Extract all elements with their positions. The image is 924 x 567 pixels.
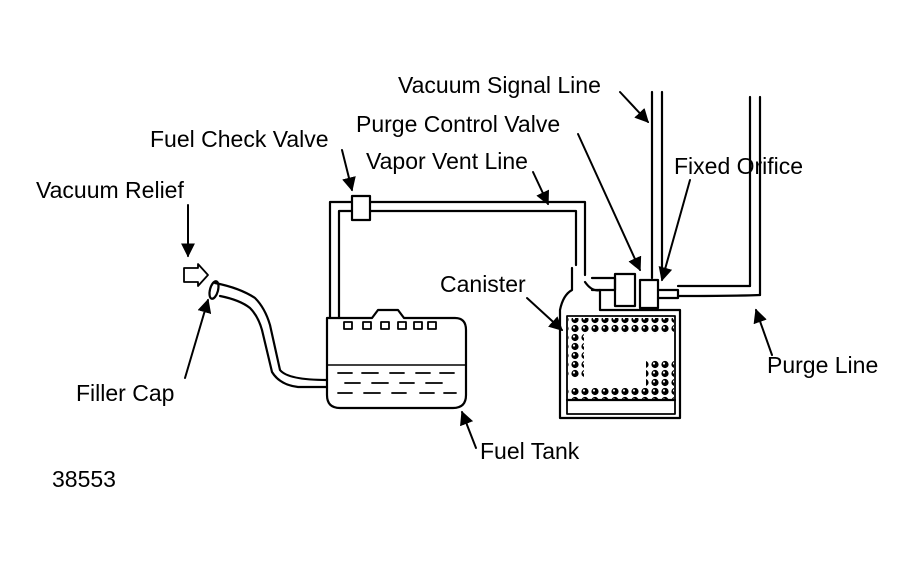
- label-vacuum-relief: Vacuum Relief: [36, 177, 184, 203]
- label-fuel-check-valve: Fuel Check Valve: [150, 126, 329, 152]
- label-purge-control-valve: Purge Control Valve: [356, 111, 561, 137]
- purge-line-pipe: [676, 95, 762, 298]
- label-canister: Canister: [440, 271, 526, 297]
- canister: [558, 266, 682, 420]
- fuel-check-valve: [350, 194, 372, 222]
- label-purge-line: Purge Line: [767, 352, 879, 378]
- figure-number: 38553: [52, 466, 116, 492]
- label-filler-cap: Filler Cap: [76, 380, 175, 406]
- label-fixed-orifice: Fixed Orifice: [674, 153, 804, 179]
- vacuum-signal-line-pipe: [650, 90, 664, 280]
- label-vacuum-signal-line: Vacuum Signal Line: [398, 72, 601, 98]
- pointer-arrows: [181, 91, 773, 449]
- vapor-vent-line-pipe: [328, 200, 587, 320]
- fuel-tank: [325, 308, 468, 410]
- label-vapor-vent-line: Vapor Vent Line: [366, 148, 528, 174]
- label-fuel-tank: Fuel Tank: [480, 438, 580, 464]
- filler-neck: [208, 280, 329, 389]
- vacuum-relief-valve: [183, 263, 209, 287]
